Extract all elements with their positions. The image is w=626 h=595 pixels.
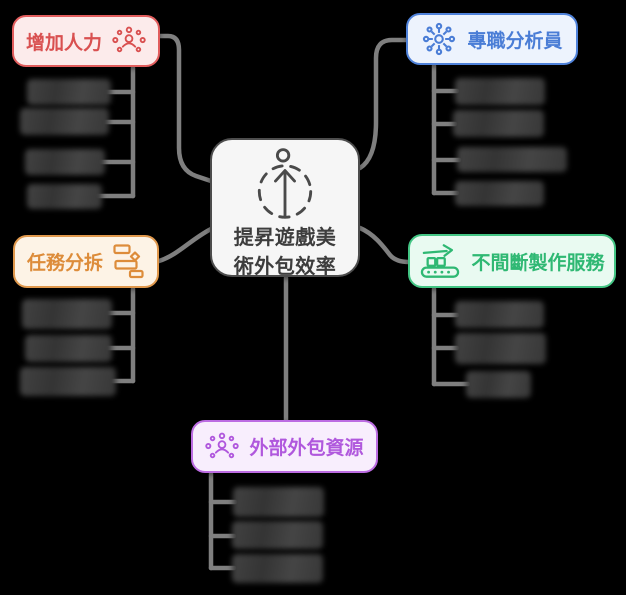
network-hub-icon xyxy=(423,22,456,56)
redacted-subtopic-nonstop-3[interactable] xyxy=(466,371,531,398)
redacted-subtopic-analyst-1[interactable] xyxy=(455,78,545,105)
team-dots-icon xyxy=(112,26,146,53)
redacted-subtopic-task-breakdown-2[interactable] xyxy=(25,335,112,362)
branch-label-task-breakdown: 任務分拆 xyxy=(26,252,103,274)
redacted-subtopic-add-manpower-1[interactable] xyxy=(27,79,111,105)
branch-label-dedicated-analyst: 專職分析員 xyxy=(467,29,563,52)
branch-node-nonstop-production[interactable]: 不間斷製作服務 xyxy=(408,234,616,288)
redacted-subtopic-external-3[interactable] xyxy=(232,554,323,583)
redacted-subtopic-nonstop-2[interactable] xyxy=(455,333,546,364)
redacted-subtopic-task-breakdown-1[interactable] xyxy=(22,299,112,329)
redacted-subtopic-external-2[interactable] xyxy=(232,521,323,549)
redacted-subtopic-analyst-3[interactable] xyxy=(457,147,567,172)
conveyor-belt-icon xyxy=(421,244,460,278)
redacted-subtopic-external-1[interactable] xyxy=(233,487,324,517)
connector-blue-to-center xyxy=(357,37,409,171)
rise-arrow-icon xyxy=(257,147,313,219)
connector-green-to-center xyxy=(357,225,412,265)
connector-orange-to-center xyxy=(156,226,214,264)
central-topic-node[interactable]: 提昇遊戲美 術外包效率 xyxy=(210,138,360,278)
connector-red-to-center xyxy=(155,33,214,184)
task-breakdown-icon xyxy=(113,244,144,279)
redacted-subtopic-add-manpower-3[interactable] xyxy=(25,149,105,175)
branch-node-add-manpower[interactable]: 增加人力 xyxy=(12,15,160,67)
redacted-subtopic-add-manpower-4[interactable] xyxy=(27,184,102,209)
central-topic-line2: 術外包效率 xyxy=(233,253,337,278)
redacted-subtopic-add-manpower-2[interactable] xyxy=(20,108,109,135)
redacted-subtopic-analyst-4[interactable] xyxy=(455,181,544,206)
branch-label-nonstop-production: 不間斷製作服務 xyxy=(471,251,605,274)
redacted-subtopic-task-breakdown-3[interactable] xyxy=(20,367,116,396)
branch-node-dedicated-analyst[interactable]: 專職分析員 xyxy=(406,13,578,65)
branch-node-external-outsourcing[interactable]: 外部外包資源 xyxy=(191,420,378,473)
community-icon xyxy=(205,432,240,458)
redacted-subtopic-analyst-2[interactable] xyxy=(453,110,544,137)
branch-label-add-manpower: 增加人力 xyxy=(25,31,102,54)
central-topic-line1: 提昇遊戲美 xyxy=(233,224,337,249)
branch-label-external-outsourcing: 外部外包資源 xyxy=(249,437,364,459)
redacted-subtopic-nonstop-1[interactable] xyxy=(455,301,544,328)
branch-node-task-breakdown[interactable]: 任務分拆 xyxy=(13,235,159,288)
